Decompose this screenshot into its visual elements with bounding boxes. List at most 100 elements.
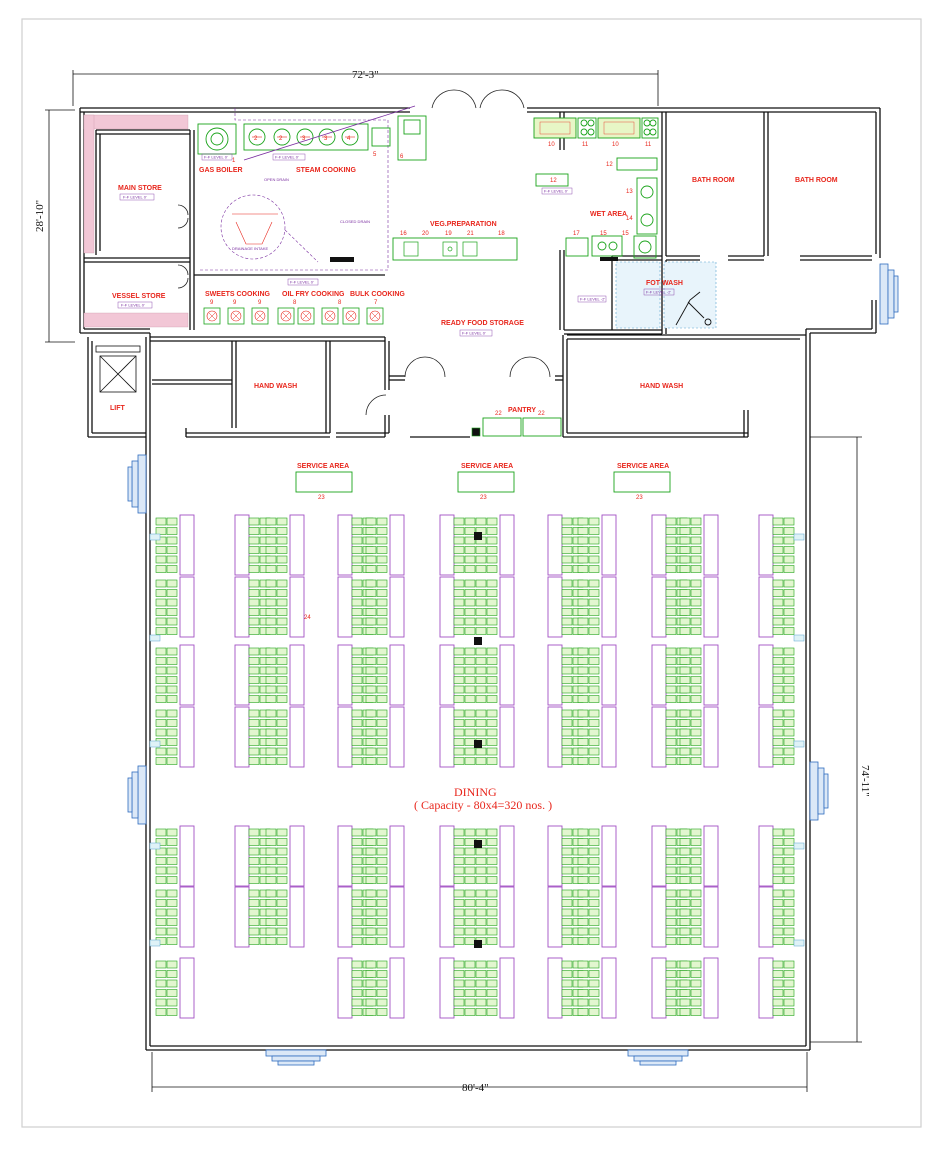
- chair: [588, 899, 600, 907]
- chair: [351, 627, 363, 635]
- dining-table: [547, 576, 563, 638]
- chair: [464, 617, 476, 626]
- chair: [351, 970, 363, 978]
- chair: [577, 937, 589, 945]
- chair: [351, 728, 363, 737]
- chair: [248, 719, 260, 727]
- chair: [155, 546, 167, 554]
- chair: [265, 657, 277, 665]
- chair: [561, 666, 573, 675]
- chair: [772, 695, 784, 703]
- chair: [588, 579, 600, 588]
- sweets-cooking-label: SWEETS COOKING: [205, 291, 271, 298]
- dining-table: [758, 957, 774, 1019]
- chair: [365, 979, 377, 988]
- chair: [248, 838, 260, 846]
- chair: [376, 747, 388, 756]
- chair: [365, 598, 377, 607]
- dining-table: [651, 957, 667, 1019]
- chair: [588, 565, 600, 573]
- chair: [475, 579, 487, 588]
- chair: [475, 747, 487, 756]
- steam-num-7: 6: [400, 154, 404, 160]
- level-i: F-F LEVEL 0': [462, 331, 486, 336]
- chair: [690, 546, 702, 554]
- chair: [679, 527, 691, 535]
- chair: [376, 979, 388, 988]
- chair: [464, 828, 476, 837]
- chair: [561, 738, 573, 746]
- chair: [155, 565, 167, 573]
- level-tag-g: [577, 295, 607, 303]
- stove-mark: [208, 312, 216, 320]
- chair: [248, 857, 260, 865]
- sweets-num-3: 9: [258, 300, 262, 306]
- level-tag-a: [201, 153, 233, 161]
- chair: [365, 517, 377, 526]
- chair: [166, 546, 178, 554]
- chair: [772, 960, 784, 969]
- chair: [376, 1008, 388, 1016]
- chair: [155, 828, 167, 837]
- veg-prep-counter: [392, 237, 518, 261]
- dining-table: [337, 825, 353, 887]
- chair: [679, 565, 691, 573]
- stove-burner: [300, 310, 312, 322]
- chair: [486, 866, 498, 875]
- chair: [276, 728, 288, 737]
- chair: [690, 719, 702, 727]
- chair: [783, 970, 795, 978]
- chair: [475, 617, 487, 626]
- chair: [588, 857, 600, 865]
- chair: [376, 866, 388, 875]
- chair: [464, 728, 476, 737]
- chair: [577, 747, 589, 756]
- chair: [561, 627, 573, 635]
- chair: [351, 838, 363, 846]
- chair: [665, 589, 677, 597]
- chair: [265, 555, 277, 564]
- chair: [486, 608, 498, 616]
- chair: [248, 889, 260, 898]
- steam-purple-pipe: [243, 105, 416, 161]
- chair: [464, 998, 476, 1007]
- dining-table: [601, 825, 617, 887]
- chair: [486, 617, 498, 626]
- walls: [79, 107, 881, 1051]
- chair: [486, 738, 498, 746]
- chair: [376, 899, 388, 907]
- chair: [155, 695, 167, 703]
- dining-table: [337, 886, 353, 948]
- chair: [351, 937, 363, 945]
- chair: [464, 555, 476, 564]
- chair: [475, 627, 487, 635]
- chair: [276, 709, 288, 718]
- chair: [486, 695, 498, 703]
- chair: [475, 676, 487, 684]
- chair: [248, 589, 260, 597]
- wet-num-5: 15: [600, 231, 607, 237]
- chair: [265, 647, 277, 656]
- chair: [453, 889, 465, 898]
- chair: [561, 876, 573, 884]
- chair: [265, 728, 277, 737]
- dining-table: [601, 576, 617, 638]
- service-num-1: 23: [318, 495, 325, 501]
- dining-table: [547, 706, 563, 768]
- chair: [772, 666, 784, 675]
- chair: [453, 617, 465, 626]
- dining-table: [758, 706, 774, 768]
- chair: [690, 979, 702, 988]
- column: [474, 840, 482, 848]
- chair: [453, 536, 465, 545]
- ready-food-storage-label: READY FOOD STORAGE: [441, 320, 524, 327]
- chair: [783, 676, 795, 684]
- chair: [475, 565, 487, 573]
- dining-table: [234, 886, 250, 948]
- chair: [464, 579, 476, 588]
- chair: [155, 709, 167, 718]
- veg-num-3: 19: [445, 231, 452, 237]
- chair: [690, 565, 702, 573]
- chair: [265, 847, 277, 856]
- chair: [376, 546, 388, 554]
